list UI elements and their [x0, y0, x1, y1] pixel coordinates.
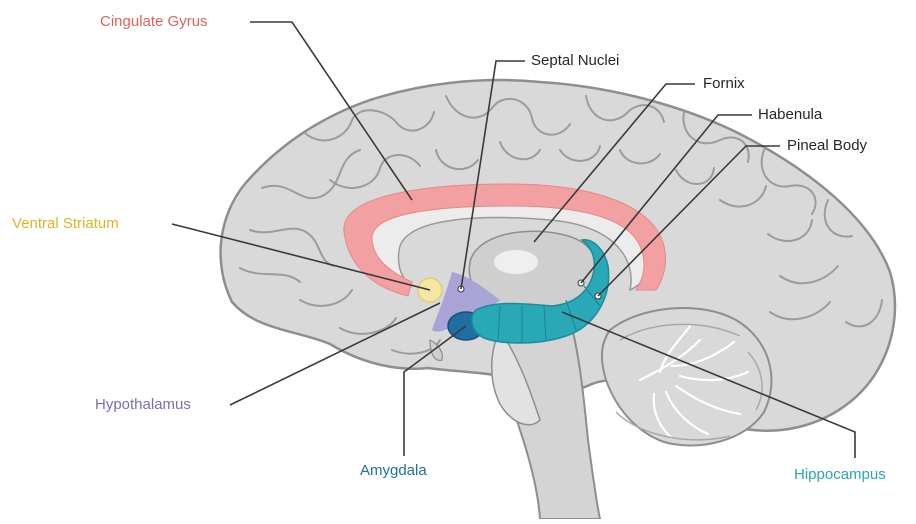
amygdala-label: Amygdala — [360, 462, 427, 480]
thalamus-highlight — [494, 250, 538, 274]
hippocampus-label: Hippocampus — [794, 466, 886, 484]
fornix-label: Fornix — [703, 75, 745, 93]
habenula-label: Habenula — [758, 106, 822, 124]
cingulate-gyrus-label: Cingulate Gyrus — [100, 13, 208, 31]
septal-nuclei-label: Septal Nuclei — [531, 52, 619, 70]
hypothalamus-label: Hypothalamus — [95, 396, 191, 414]
ventral-striatum-label: Ventral Striatum — [12, 215, 119, 233]
pineal-body-label: Pineal Body — [787, 137, 867, 155]
